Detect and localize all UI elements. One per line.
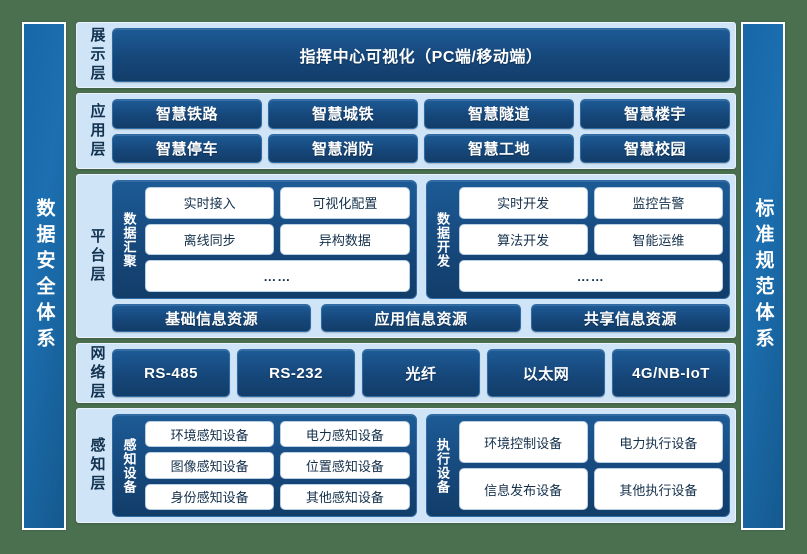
- layer-application: 应用层 智慧铁路 智慧城铁 智慧隧道 智慧楼宇 智慧停车 智慧消防 智慧工地 智…: [76, 93, 736, 169]
- sensing-grid-row: 身份感知设备 其他感知设备: [145, 483, 410, 510]
- platform-group-container: 数据汇聚 实时接入 可视化配置 离线同步 异构数据: [112, 180, 730, 299]
- sensing-item[interactable]: 位置感知设备: [280, 452, 410, 479]
- right-pillar-label: 标准规范体系: [752, 198, 774, 354]
- actuator-item[interactable]: 信息发布设备: [458, 468, 588, 510]
- layer-sensing: 感知层 感知设备 环境感知设备 电力感知设备: [76, 408, 736, 523]
- sensing-group-container: 感知设备 环境感知设备 电力感知设备 图像感知设备 位置感知设备: [112, 414, 730, 517]
- sensing-group-grid: 环境控制设备 电力执行设备 信息发布设备 其他执行设备: [458, 421, 723, 510]
- network-item[interactable]: RS-485: [112, 349, 230, 397]
- app-chip[interactable]: 智慧校园: [580, 133, 730, 163]
- sensing-item[interactable]: 电力感知设备: [280, 421, 410, 448]
- actuator-item[interactable]: 电力执行设备: [593, 421, 723, 463]
- application-row-1: 智慧铁路 智慧城铁 智慧隧道 智慧楼宇: [112, 99, 730, 129]
- app-chip[interactable]: 智慧铁路: [112, 99, 262, 129]
- sensing-item[interactable]: 图像感知设备: [145, 452, 275, 479]
- platform-grid-row: 实时接入 可视化配置: [145, 187, 410, 219]
- platform-item[interactable]: 监控告警: [593, 187, 723, 219]
- application-row-2: 智慧停车 智慧消防 智慧工地 智慧校园: [112, 133, 730, 163]
- sensing-group-title-text: 执行设备: [435, 437, 450, 494]
- layer-sensing-label: 感知层: [82, 414, 112, 517]
- network-item[interactable]: RS-232: [237, 349, 355, 397]
- platform-grid-row: 离线同步 异构数据: [145, 223, 410, 256]
- layer-application-label-text: 应用层: [88, 102, 106, 160]
- sensing-group-actuators: 执行设备 环境控制设备 电力执行设备 信息发布设备 其他执行设备: [425, 414, 730, 517]
- actuator-item[interactable]: 其他执行设备: [593, 468, 723, 510]
- platform-item-more[interactable]: ……: [458, 260, 723, 293]
- sensing-grid-row: 信息发布设备 其他执行设备: [458, 468, 723, 510]
- sensing-group-title: 执行设备: [433, 421, 453, 510]
- network-item-row: RS-485 RS-232 光纤 以太网 4G/NB-IoT: [112, 349, 730, 397]
- layer-network-label-text: 网络层: [88, 344, 106, 402]
- platform-item-more[interactable]: ……: [145, 260, 410, 293]
- sensing-grid-row: 环境感知设备 电力感知设备: [145, 421, 410, 448]
- platform-group-title-text: 数据开发: [435, 211, 450, 268]
- platform-grid-row: ……: [458, 260, 723, 293]
- platform-item[interactable]: 算法开发: [458, 223, 588, 256]
- platform-group-title: 数据开发: [433, 187, 453, 292]
- platform-grid-row: 算法开发 智能运维: [458, 223, 723, 256]
- right-pillar-standards: 标准规范体系: [741, 22, 785, 530]
- app-chip[interactable]: 智慧楼宇: [580, 99, 730, 129]
- network-item[interactable]: 光纤: [362, 349, 480, 397]
- layer-network: 网络层 RS-485 RS-232 光纤 以太网 4G/NB-IoT: [76, 343, 736, 403]
- layer-platform-label: 平台层: [82, 180, 112, 332]
- left-pillar-data-security: 数据安全体系: [22, 22, 66, 530]
- layer-display-body: 指挥中心可视化（PC端/移动端）: [112, 28, 730, 82]
- layer-display-label-text: 展示层: [88, 26, 106, 84]
- layer-sensing-body: 感知设备 环境感知设备 电力感知设备 图像感知设备 位置感知设备: [112, 414, 730, 517]
- platform-group-data-development: 数据开发 实时开发 监控告警 算法开发 智能运维: [425, 180, 730, 299]
- app-chip[interactable]: 智慧城铁: [268, 99, 418, 129]
- network-item[interactable]: 4G/NB-IoT: [612, 349, 730, 397]
- layer-network-label: 网络层: [82, 345, 112, 402]
- layer-application-body: 智慧铁路 智慧城铁 智慧隧道 智慧楼宇 智慧停车 智慧消防 智慧工地 智慧校园: [112, 99, 730, 163]
- app-chip[interactable]: 智慧隧道: [424, 99, 574, 129]
- platform-resource-chip[interactable]: 应用信息资源: [321, 304, 521, 332]
- app-chip[interactable]: 智慧停车: [112, 133, 262, 163]
- layer-application-label: 应用层: [82, 99, 112, 163]
- left-pillar-label: 数据安全体系: [33, 198, 55, 354]
- platform-resource-chip[interactable]: 基础信息资源: [112, 304, 312, 332]
- sensing-grid-row: 环境控制设备 电力执行设备: [458, 421, 723, 463]
- platform-item[interactable]: 可视化配置: [280, 187, 410, 219]
- display-banner[interactable]: 指挥中心可视化（PC端/移动端）: [112, 28, 730, 82]
- layer-platform: 平台层 数据汇聚 实时接入 可视化配置: [76, 174, 736, 338]
- platform-resource-row: 基础信息资源 应用信息资源 共享信息资源: [112, 304, 730, 332]
- sensing-grid-row: 图像感知设备 位置感知设备: [145, 452, 410, 479]
- platform-group-data-aggregation: 数据汇聚 实时接入 可视化配置 离线同步 异构数据: [112, 180, 417, 299]
- layer-display: 展示层 指挥中心可视化（PC端/移动端）: [76, 22, 736, 88]
- platform-grid-row: ……: [145, 260, 410, 293]
- sensing-item[interactable]: 其他感知设备: [280, 483, 410, 510]
- layer-sensing-label-text: 感知层: [88, 437, 106, 494]
- platform-item[interactable]: 异构数据: [280, 223, 410, 256]
- actuator-item[interactable]: 环境控制设备: [458, 421, 588, 463]
- sensing-group-title: 感知设备: [119, 421, 139, 510]
- platform-resource-chip[interactable]: 共享信息资源: [530, 304, 730, 332]
- layer-display-label: 展示层: [82, 26, 112, 84]
- layer-platform-label-text: 平台层: [88, 227, 106, 285]
- platform-item[interactable]: 实时接入: [145, 187, 275, 219]
- sensing-group-grid: 环境感知设备 电力感知设备 图像感知设备 位置感知设备 身份感知设备 其他感知设…: [145, 421, 410, 510]
- platform-group-title: 数据汇聚: [119, 187, 139, 292]
- sensing-group-sensors: 感知设备 环境感知设备 电力感知设备 图像感知设备 位置感知设备: [112, 414, 417, 517]
- sensing-group-title-text: 感知设备: [121, 437, 137, 494]
- platform-group-grid: 实时开发 监控告警 算法开发 智能运维 ……: [458, 187, 723, 293]
- platform-item[interactable]: 实时开发: [458, 187, 588, 219]
- layer-platform-body: 数据汇聚 实时接入 可视化配置 离线同步 异构数据: [112, 180, 730, 332]
- platform-group-grid: 实时接入 可视化配置 离线同步 异构数据 ……: [145, 187, 410, 293]
- network-item[interactable]: 以太网: [487, 349, 605, 397]
- platform-grid-row: 实时开发 监控告警: [458, 187, 723, 219]
- sensing-item[interactable]: 环境感知设备: [145, 421, 275, 448]
- app-chip[interactable]: 智慧消防: [268, 133, 418, 163]
- layer-stack: 展示层 指挥中心可视化（PC端/移动端） 应用层 智慧铁路 智慧城铁 智慧隧道 …: [76, 22, 736, 530]
- layer-network-body: RS-485 RS-232 光纤 以太网 4G/NB-IoT: [112, 349, 730, 397]
- app-chip[interactable]: 智慧工地: [424, 133, 574, 163]
- sensing-item[interactable]: 身份感知设备: [145, 483, 275, 510]
- platform-group-title-text: 数据汇聚: [121, 211, 137, 268]
- platform-item[interactable]: 智能运维: [593, 223, 723, 256]
- platform-item[interactable]: 离线同步: [145, 223, 275, 256]
